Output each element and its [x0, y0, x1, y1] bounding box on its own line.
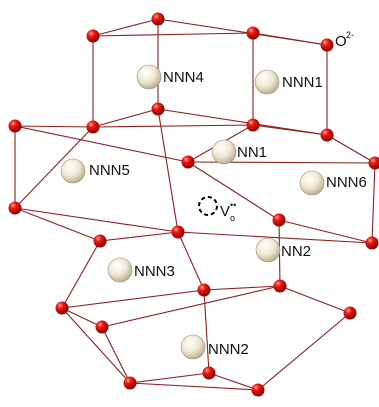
lattice-bond	[129, 382, 259, 391]
lattice-bond	[177, 231, 205, 291]
oxygen-atom	[272, 213, 286, 227]
lattice-bond	[14, 125, 189, 163]
oxygen-atom	[123, 376, 137, 390]
nnn1-label: NNN1	[282, 74, 323, 91]
vacancy-label: V	[220, 203, 230, 220]
nnn6-label: NNN6	[326, 174, 367, 191]
oxygen-atom	[246, 26, 260, 40]
lattice-bond	[92, 124, 254, 128]
nnn4-label: NNN4	[163, 69, 204, 86]
lattice-bond	[101, 285, 281, 328]
lattice-bond	[187, 161, 280, 221]
lattice-bond	[14, 126, 94, 209]
nnn5-label: NNN5	[89, 162, 130, 179]
lattice-bond	[257, 312, 351, 391]
vacancy-superscript: ••	[230, 200, 236, 210]
lattice-bond	[203, 285, 281, 291]
lattice-bond	[129, 372, 210, 384]
lattice-bond	[157, 108, 179, 233]
oxygen-atom	[251, 383, 265, 397]
oxygen-atom	[320, 128, 334, 142]
nnn3-label: NNN3	[134, 263, 175, 280]
oxygen-atom	[8, 119, 22, 133]
oxygen-atom	[8, 201, 22, 215]
lattice-bond	[92, 18, 159, 37]
oxygen-atom	[368, 156, 379, 170]
lattice-bond	[61, 307, 131, 384]
lattice-bond	[278, 219, 373, 244]
oxygen-atom	[181, 155, 195, 169]
oxygen-atom	[171, 225, 185, 239]
oxygen-vacancy-marker	[198, 196, 218, 216]
oxygen-atom	[365, 236, 379, 250]
nnn2-label: NNN2	[208, 341, 249, 358]
lattice-bond	[187, 161, 376, 164]
lattice-bond	[14, 207, 179, 233]
nn2-label: NN2	[281, 243, 311, 260]
lattice-bond	[252, 124, 328, 136]
lattice-bond	[279, 285, 351, 314]
oxygen-atom	[246, 118, 260, 132]
oxygen-atom	[95, 320, 109, 334]
oxygen-atom	[86, 29, 100, 43]
lattice-bond	[61, 307, 103, 328]
oxygen-atom	[343, 306, 357, 320]
nnn5-cation	[60, 158, 86, 184]
nnn2-cation	[180, 334, 206, 360]
nn1-label: NN1	[237, 144, 267, 161]
oxygen-atom	[273, 279, 287, 293]
oxygen-atom	[151, 12, 165, 26]
oxygen-atom	[202, 366, 216, 380]
lattice-bond	[14, 125, 94, 128]
nnn1-cation	[254, 69, 280, 95]
lattice-bond	[61, 289, 205, 309]
oxygen-label: O	[335, 33, 347, 50]
lattice-bond	[203, 289, 210, 374]
oxygen-atom	[86, 120, 100, 134]
lattice-bond	[326, 134, 376, 164]
nnn6-cation	[299, 170, 325, 196]
lattice-bond	[92, 32, 254, 37]
lattice-bond	[371, 162, 376, 244]
cation-atoms	[60, 64, 325, 360]
lattice-bond	[92, 108, 159, 128]
vacancy-subscript: o	[230, 213, 235, 223]
oxygen-atom	[320, 38, 334, 52]
oxygen-atom	[151, 102, 165, 116]
lattice-bond	[101, 326, 131, 384]
lattice-bond	[61, 240, 101, 309]
nnn3-cation	[107, 257, 133, 283]
oxygen-atom	[197, 283, 211, 297]
lattice-bond	[208, 372, 259, 391]
nn1-cation	[211, 139, 237, 165]
lattice-bond	[252, 32, 328, 46]
lattice-bond	[14, 207, 101, 242]
lattice-bond	[177, 231, 373, 244]
lattice-bond	[99, 231, 179, 242]
oxygen-atoms	[8, 12, 379, 397]
oxygen-atom	[93, 234, 107, 248]
oxygen-atom	[55, 301, 69, 315]
nnn4-cation	[136, 64, 162, 90]
lattice-bonds	[14, 18, 376, 391]
nn2-cation	[255, 237, 281, 263]
oxygen-charge-label: 2-	[346, 30, 354, 40]
